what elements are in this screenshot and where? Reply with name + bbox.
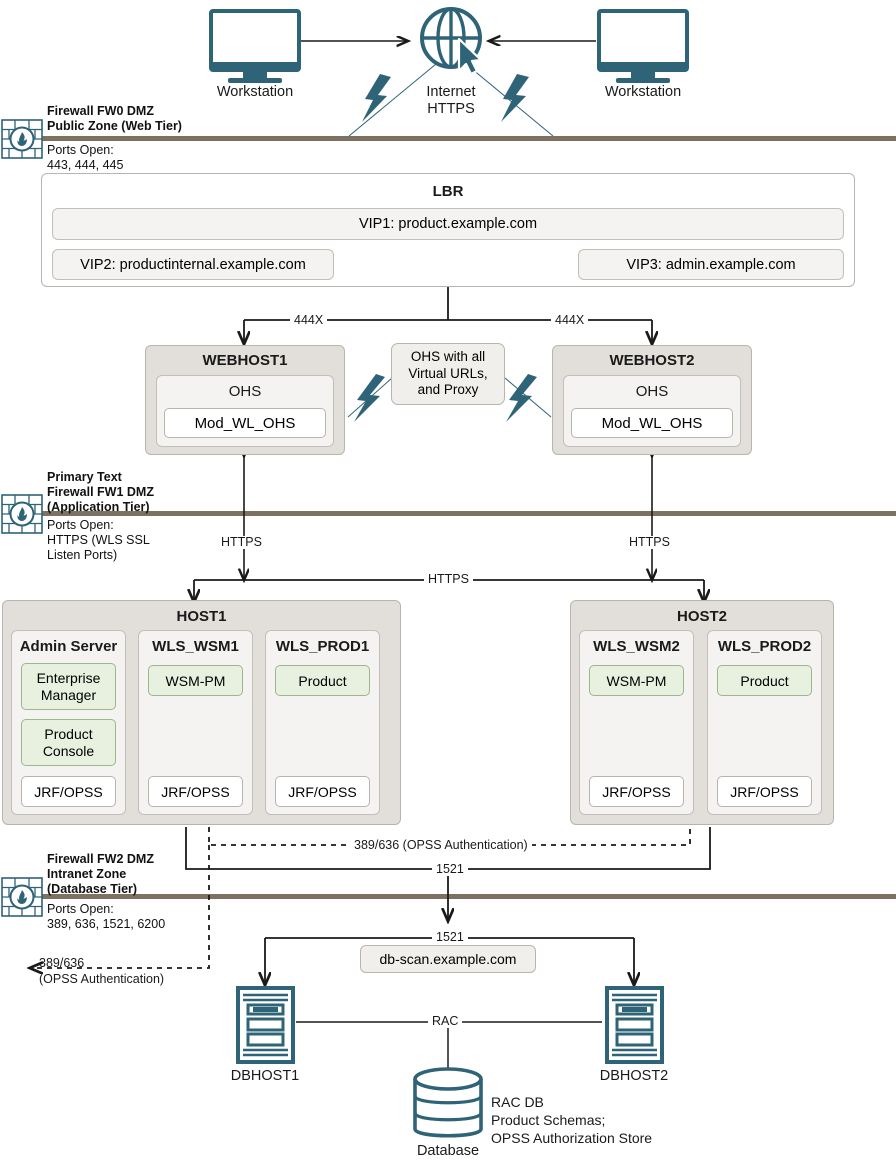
host1-col-wls-wsm1-name: WLS_WSM1 (152, 638, 239, 655)
edge-label-1521-upper: 1521 (432, 863, 468, 876)
database-server-icon-1 (236, 986, 295, 1064)
host1-wls-wsm1-jrf-opss: JRF/OPSS (148, 776, 243, 807)
lbr-vip3[interactable]: VIP3: admin.example.com (578, 249, 844, 280)
edge-label-444x-right: 444X (551, 314, 589, 327)
lbr-vip2[interactable]: VIP2: productinternal.example.com (52, 249, 334, 280)
host1-col-admin-server-name: Admin Server (19, 638, 118, 655)
host1-app-enterprise-manager: Enterprise Manager (21, 663, 116, 710)
edge-label-https-right: HTTPS (625, 536, 674, 549)
host1-title: HOST1 (176, 608, 227, 625)
edge-label-https-left: HTTPS (217, 536, 266, 549)
host1-col-wls-prod1-name: WLS_PROD1 (275, 638, 370, 655)
host1-admin-server-jrf-opss: JRF/OPSS (21, 776, 116, 807)
globe-leader-left (348, 63, 437, 137)
host1-wls-prod1-jrf-opss: JRF/OPSS (275, 776, 370, 807)
rac-interconnect (296, 1021, 602, 1068)
host2-title: HOST2 (676, 608, 727, 625)
lbr-title: LBR (432, 183, 464, 200)
webhost1-title: WEBHOST1 (202, 352, 288, 369)
lightning-icon-right (501, 74, 529, 122)
firewall-fw0-heading: Firewall FW0 DMZ Public Zone (Web Tier) (47, 104, 182, 133)
lightning-icon-webhost1 (354, 374, 385, 422)
host2-app-wsm-pm: WSM-PM (589, 665, 684, 696)
opss-auth-dashed-bus (30, 827, 691, 968)
firewall-fw2-ports: Ports Open: 389, 636, 1521, 6200 (47, 902, 166, 931)
lightning-icon-webhost2 (506, 374, 537, 422)
ohs-callout: OHS with all Virtual URLs, and Proxy (391, 343, 505, 405)
webhost2-mod-wl-ohs: Mod_WL_OHS (571, 408, 733, 438)
firewall-bar-fw1 (20, 511, 896, 516)
lightning-icon-left (362, 74, 391, 122)
opss-auth-exit-label: 389/636 (OPSS Authentication) (39, 956, 165, 986)
db-scan-box: db-scan.example.com (360, 945, 536, 973)
host2-col-wls-wsm2-name: WLS_WSM2 (593, 638, 680, 655)
webhost2-title: WEBHOST2 (609, 352, 695, 369)
internet-label-line2: HTTPS (427, 101, 475, 117)
host1-app-product: Product (275, 665, 370, 696)
host1-app-product-console: Product Console (21, 719, 116, 766)
dbhost1-label: DBHOST1 (230, 1068, 300, 1084)
firewall-fw2-heading: Firewall FW2 DMZ Intranet Zone (Database… (47, 852, 154, 896)
edge-label-rac: RAC (428, 1015, 463, 1028)
edge-label-1521-lower: 1521 (432, 931, 468, 944)
edge-label-https-cross: HTTPS (424, 573, 473, 586)
dbhost2-label: DBHOST2 (599, 1068, 669, 1084)
database-label: Database (416, 1143, 480, 1159)
host2-app-product: Product (717, 665, 812, 696)
firewall-bar-fw2 (20, 894, 896, 899)
monitor-icon-left (209, 9, 301, 83)
host1-app-wsm-pm: WSM-PM (148, 665, 243, 696)
firewall-bar-fw0 (20, 136, 896, 141)
workstation-right-label: Workstation (604, 84, 682, 100)
firewall-icon-fw0 (1, 119, 43, 159)
firewall-fw0-ports: Ports Open: 443, 444, 445 (47, 143, 124, 172)
internet-label-line1: Internet (426, 84, 476, 100)
host2-wls-prod2-jrf-opss: JRF/OPSS (717, 776, 812, 807)
edge-label-444x-left: 444X (290, 314, 328, 327)
edge-label-opss-auth: 389/636 (OPSS Authentication) (350, 839, 532, 852)
database-server-icon-2 (605, 986, 664, 1064)
firewall-fw1-ports: Ports Open: HTTPS (WLS SSL Listen Ports) (47, 518, 150, 562)
webhost2-ohs-label: OHS (635, 383, 669, 400)
firewall-fw1-heading: Primary Text Firewall FW1 DMZ (Applicati… (47, 470, 154, 514)
lbr-vip1[interactable]: VIP1: product.example.com (52, 208, 844, 240)
host2-col-wls-prod2-name: WLS_PROD2 (717, 638, 812, 655)
host2-wls-wsm2-jrf-opss: JRF/OPSS (589, 776, 684, 807)
cursor-icon (457, 37, 483, 76)
firewall-icon-fw1 (1, 494, 43, 534)
database-note: RAC DB Product Schemas; OPSS Authorizati… (491, 1094, 653, 1147)
database-cylinder-icon (413, 1067, 483, 1138)
firewall-icon-fw2 (1, 877, 43, 917)
webhost1-ohs-label: OHS (228, 383, 262, 400)
workstation-left-label: Workstation (216, 84, 294, 100)
monitor-icon-right (597, 9, 689, 83)
webhost1-mod-wl-ohs: Mod_WL_OHS (164, 408, 326, 438)
globe-leader-right (465, 63, 554, 137)
